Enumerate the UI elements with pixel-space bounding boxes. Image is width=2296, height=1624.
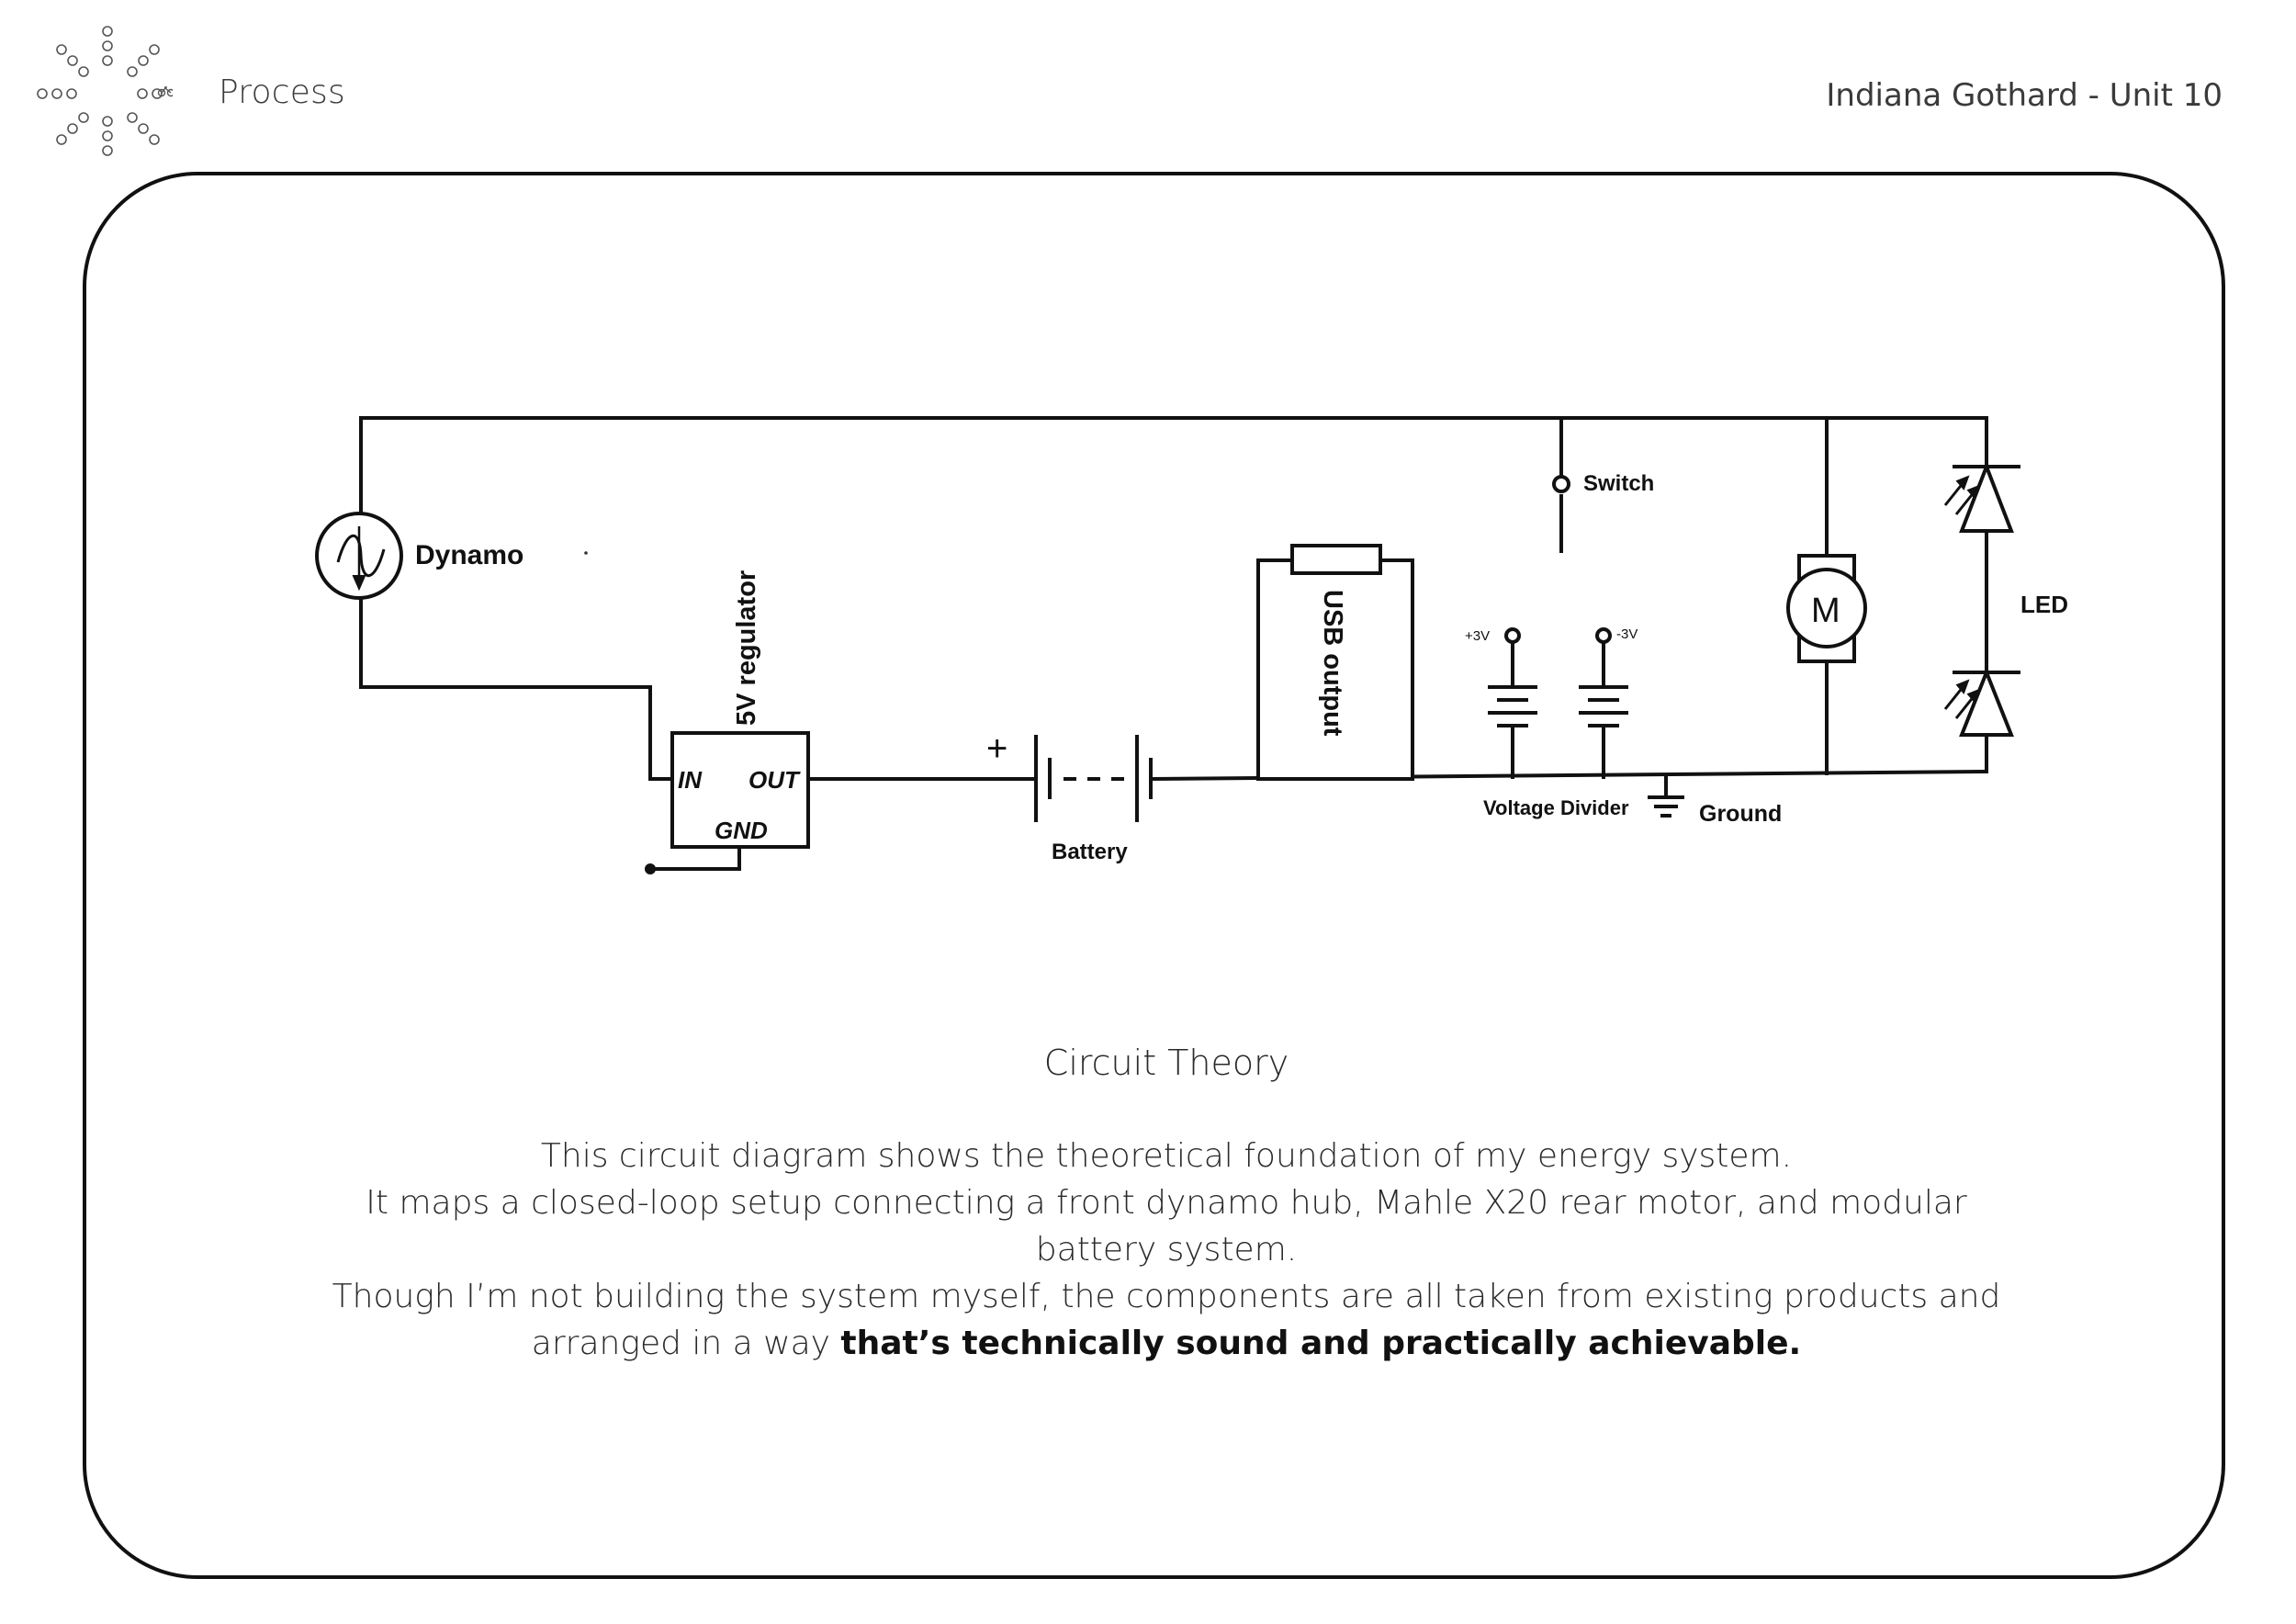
caption-line: battery system.: [1035, 1231, 1298, 1269]
motor-label: M: [1811, 592, 1840, 630]
brand-logo: [37, 26, 173, 156]
led-arrows: [1943, 475, 1981, 719]
motor-symbol: [1786, 554, 1867, 663]
regulator-in-label: IN: [678, 766, 703, 794]
battery-symbol: [1029, 735, 1153, 822]
content-frame: [83, 172, 2225, 1579]
wire-gnd: [650, 845, 741, 871]
minus-3v-label: -3V: [1616, 626, 1638, 642]
battery-label: Battery: [1052, 840, 1128, 864]
caption-line: Though I’m not building the system mysel…: [332, 1278, 2001, 1315]
wire-dynamo: [359, 416, 674, 781]
caption-line: It maps a closed-loop setup connecting a…: [366, 1184, 1967, 1222]
caption-title: Circuit Theory: [1043, 1043, 1289, 1083]
usb-output-label: USB output: [1318, 590, 1347, 737]
usb-output-symbol: [1256, 544, 1414, 781]
regulator-box: [670, 731, 810, 849]
caption-body: This circuit diagram shows the theoretic…: [276, 1133, 2057, 1367]
wire-divider: [1511, 641, 1605, 779]
caption-text: arranged in a way: [531, 1325, 841, 1362]
switch-contact: [1552, 475, 1570, 493]
dynamo-symbol: [315, 512, 403, 600]
switch-label: Switch: [1583, 471, 1654, 496]
voltage-divider-label: Voltage Divider: [1483, 796, 1629, 819]
regulator-out-label: OUT: [748, 766, 801, 794]
caption-emphasis: that’s technically sound and practically…: [840, 1325, 1802, 1362]
voltage-divider-symbol: [1488, 627, 1628, 727]
gnd-terminal-dot: [645, 863, 656, 874]
section-label: Process: [219, 73, 345, 111]
bicycle-icon: [157, 86, 173, 97]
led-label: LED: [2020, 591, 2068, 618]
led-symbol: [1953, 461, 2020, 737]
ground-symbol: [1648, 795, 1684, 818]
dynamo-label: Dynamo: [415, 540, 523, 570]
author-unit-label: Indiana Gothard - Unit 10: [1826, 77, 2223, 114]
caption-line: arranged in a way that’s technically sou…: [276, 1320, 2057, 1367]
plus-3v-label: +3V: [1465, 628, 1490, 644]
regulator-label: 5V regulator: [732, 570, 761, 726]
battery-plus-label: +: [986, 728, 1007, 769]
caption-line: This circuit diagram shows the theoretic…: [540, 1137, 1793, 1175]
ground-label: Ground: [1699, 801, 1782, 827]
stray-dot: [584, 551, 588, 555]
regulator-gnd-label: GND: [715, 817, 768, 844]
